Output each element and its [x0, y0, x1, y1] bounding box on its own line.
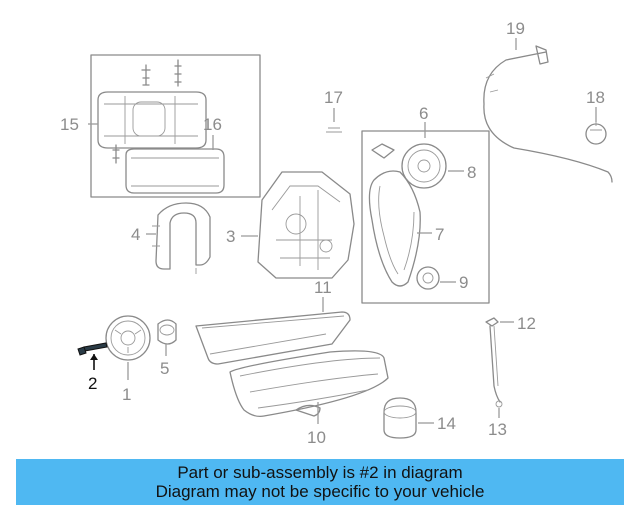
- timing-group: [361, 122, 490, 304]
- callout-12: 12: [517, 314, 536, 333]
- callout-16: 16: [203, 115, 222, 134]
- callout-3: 3: [226, 227, 235, 246]
- callout-1: 1: [122, 385, 131, 404]
- part-2-bolt: [77, 342, 108, 370]
- callout-labels: 1 2 3 4 5 6 7 8 9 10 11 12 13 14 15 16 1…: [60, 19, 605, 447]
- callout-2: 2: [88, 374, 97, 393]
- callout-8: 8: [467, 163, 476, 182]
- callout-13: 13: [488, 420, 507, 439]
- part-1-pulley: [105, 315, 151, 380]
- callout-9: 9: [459, 273, 468, 292]
- callout-7: 7: [435, 225, 444, 244]
- part-5-seal: [157, 319, 177, 356]
- callout-17: 17: [324, 88, 343, 107]
- callout-11: 11: [314, 278, 332, 297]
- part-17-seal: [326, 108, 342, 133]
- callout-15: 15: [60, 115, 79, 134]
- callout-5: 5: [160, 359, 169, 378]
- callout-10: 10: [307, 428, 326, 447]
- part-3-timing-cover: [241, 171, 355, 279]
- callout-14: 14: [437, 414, 456, 433]
- callout-18: 18: [586, 88, 605, 107]
- callout-19: 19: [506, 19, 525, 38]
- banner-line-2: Diagram may not be specific to your vehi…: [155, 482, 485, 501]
- callout-4: 4: [131, 225, 140, 244]
- part-14-oil-filter: [383, 397, 434, 439]
- part-4-cover: [146, 202, 211, 274]
- part-19-sensor: [483, 38, 613, 183]
- info-banner: Part or sub-assembly is #2 in diagram Di…: [16, 459, 624, 505]
- valve-cover-group: [88, 54, 261, 198]
- callout-6: 6: [419, 104, 428, 123]
- oil-pan-group: [195, 297, 389, 424]
- part-18-sensor: [585, 107, 607, 145]
- dipstick-group: [485, 317, 514, 418]
- banner-line-1: Part or sub-assembly is #2 in diagram: [177, 463, 463, 482]
